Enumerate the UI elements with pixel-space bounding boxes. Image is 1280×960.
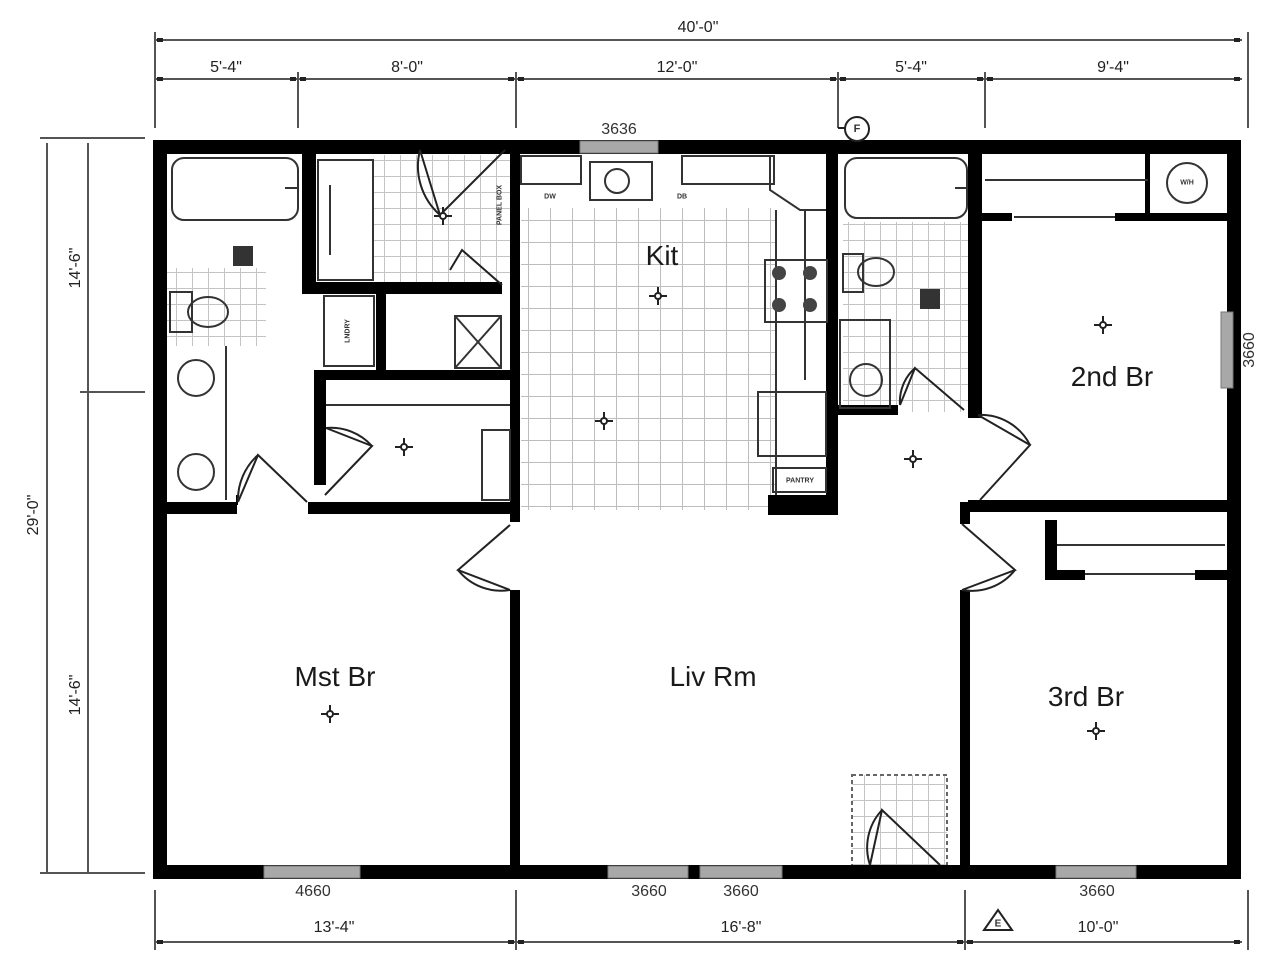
range-burners [772, 266, 817, 312]
window-label-3rd-br: 3660 [1079, 883, 1115, 900]
fixtures [169, 155, 1225, 575]
top-dimension-1: 5'-4" [210, 59, 242, 76]
water-heater-label: W/H [1180, 179, 1194, 187]
electric-marker-icon [982, 908, 1014, 931]
room-label-2nd-br: 2nd Br [1070, 361, 1154, 392]
left-dimension-1: 14'-6" [67, 247, 84, 289]
top-dimension-5: 9'-4" [1097, 59, 1129, 76]
window-living-bottom-2 [699, 865, 783, 879]
window-kitchen-top [579, 140, 659, 154]
top-dimension-3: 12'-0" [656, 59, 698, 76]
window-label-living-1: 3660 [631, 883, 667, 900]
windows [263, 140, 1234, 879]
light-markers [321, 207, 1112, 740]
bottom-dimension-1: 13'-4" [313, 919, 355, 936]
electric-label: E [994, 918, 1002, 930]
furnace-label: F [853, 123, 861, 135]
exhaust-fans [233, 246, 940, 309]
bottom-dimension-3: 10'-0" [1077, 919, 1119, 936]
left-dimension-2: 14'-6" [67, 674, 84, 716]
window-label-2nd-br: 3660 [1241, 332, 1258, 368]
top-dimension-4: 5'-4" [895, 59, 927, 76]
entry-closet-tile [851, 774, 948, 871]
dimension-ticks [157, 38, 1240, 944]
panel-box-label: PANEL BOX [496, 184, 504, 226]
dishwasher-label: DW [544, 193, 556, 201]
dimension-lines [40, 32, 1249, 950]
room-label-kitchen: Kit [645, 240, 679, 271]
window-3rdbr-bottom [1055, 865, 1137, 879]
window-master-bottom [263, 865, 361, 879]
laundry-label: LNDRY [344, 319, 352, 343]
kitchen-tile-floor [521, 208, 776, 510]
bath-master-tile [166, 268, 266, 346]
room-label-3rd-br: 3rd Br [1047, 681, 1125, 712]
water-heater-icon [1166, 162, 1208, 204]
top-dimension-2: 8'-0" [391, 59, 423, 76]
bathtub-master [171, 157, 299, 221]
bottom-dimension-2: 16'-8" [720, 919, 762, 936]
overall-depth-dimension: 29'-0" [25, 494, 42, 536]
room-label-living: Liv Rm [669, 661, 757, 692]
lazy-susan-label: DB [676, 193, 688, 201]
interior-walls [153, 150, 1230, 870]
room-label-master: Mst Br [294, 661, 376, 692]
window-label-kitchen: 3636 [601, 121, 637, 138]
bathtub-bath2 [844, 157, 968, 219]
window-label-living-2: 3660 [723, 883, 759, 900]
window-2ndbr-right [1220, 311, 1234, 389]
overall-width-dimension: 40'-0" [677, 19, 719, 36]
window-living-bottom-1 [607, 865, 689, 879]
bath2-tile-floor [843, 222, 968, 412]
window-label-master: 4660 [295, 883, 331, 900]
pantry-label: PANTRY [786, 477, 814, 485]
